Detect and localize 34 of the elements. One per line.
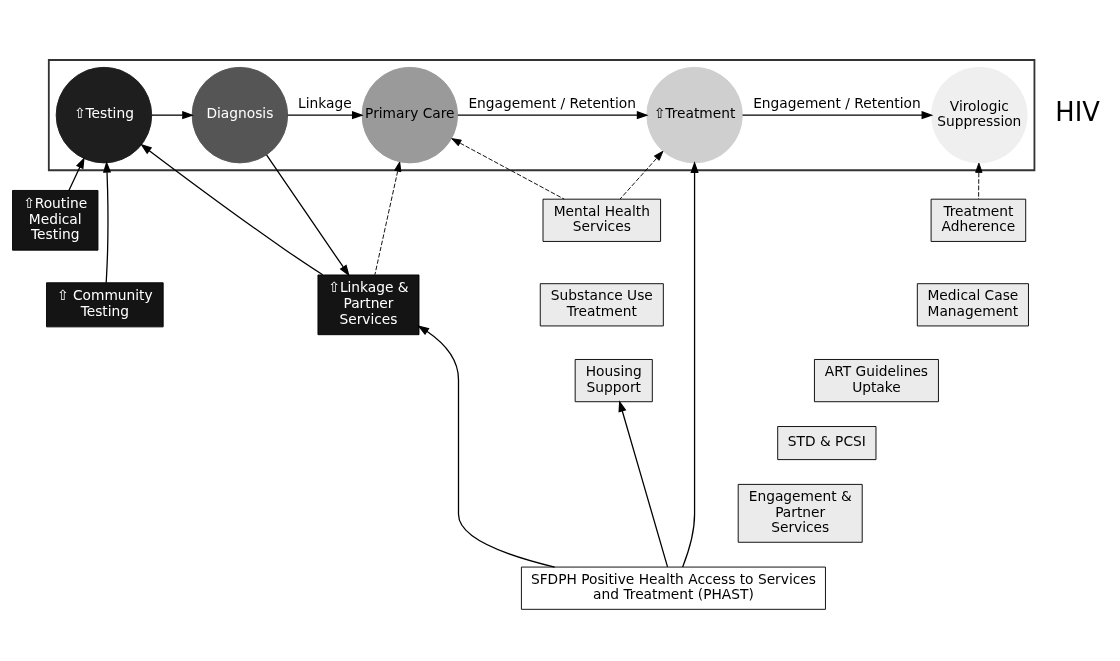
label: HIV <box>1055 96 1100 127</box>
node-box: ⇧Linkage & Partner Services <box>317 274 420 335</box>
edge-label: Engagement / Retention <box>753 94 921 111</box>
arrow <box>374 161 402 275</box>
node-box: Engagement & Partner Services <box>737 483 863 543</box>
node-box: Mental Health Services <box>542 198 662 242</box>
arrow <box>741 110 934 119</box>
node-box: SFDPH Positive Health Access to Services and Treatment (PHAST) <box>520 566 826 610</box>
node-circle: Virologic Suppression <box>931 66 1028 163</box>
arrow <box>287 110 364 119</box>
arrow <box>265 153 350 276</box>
arrow <box>151 110 194 119</box>
arrow <box>618 399 669 568</box>
arrow <box>975 162 983 199</box>
edge-label: Engagement / Retention <box>468 94 636 111</box>
node-box: Treatment Adherence <box>930 198 1027 242</box>
node-box: Housing Support <box>574 358 653 402</box>
edge-label: Linkage <box>298 94 352 111</box>
node-box: Medical Case Management <box>916 282 1029 326</box>
arrow <box>102 160 112 283</box>
arrow <box>68 156 85 191</box>
node-circle: Primary Care <box>361 66 459 163</box>
arrow <box>140 143 324 275</box>
arrow <box>451 137 565 200</box>
arrow <box>682 160 699 568</box>
arrow <box>457 110 649 119</box>
node-box: ⇧Routine Medical Testing <box>12 189 99 251</box>
arrow <box>619 150 664 199</box>
node-box: STD & PCSI <box>777 425 877 460</box>
node-circle: Diagnosis <box>191 66 289 163</box>
node-box: Substance Use Treatment <box>539 282 664 326</box>
arrow <box>417 324 556 568</box>
node-box: ⇧ Community Testing <box>46 281 164 327</box>
node-box: ART Guidelines Uptake <box>814 358 939 402</box>
